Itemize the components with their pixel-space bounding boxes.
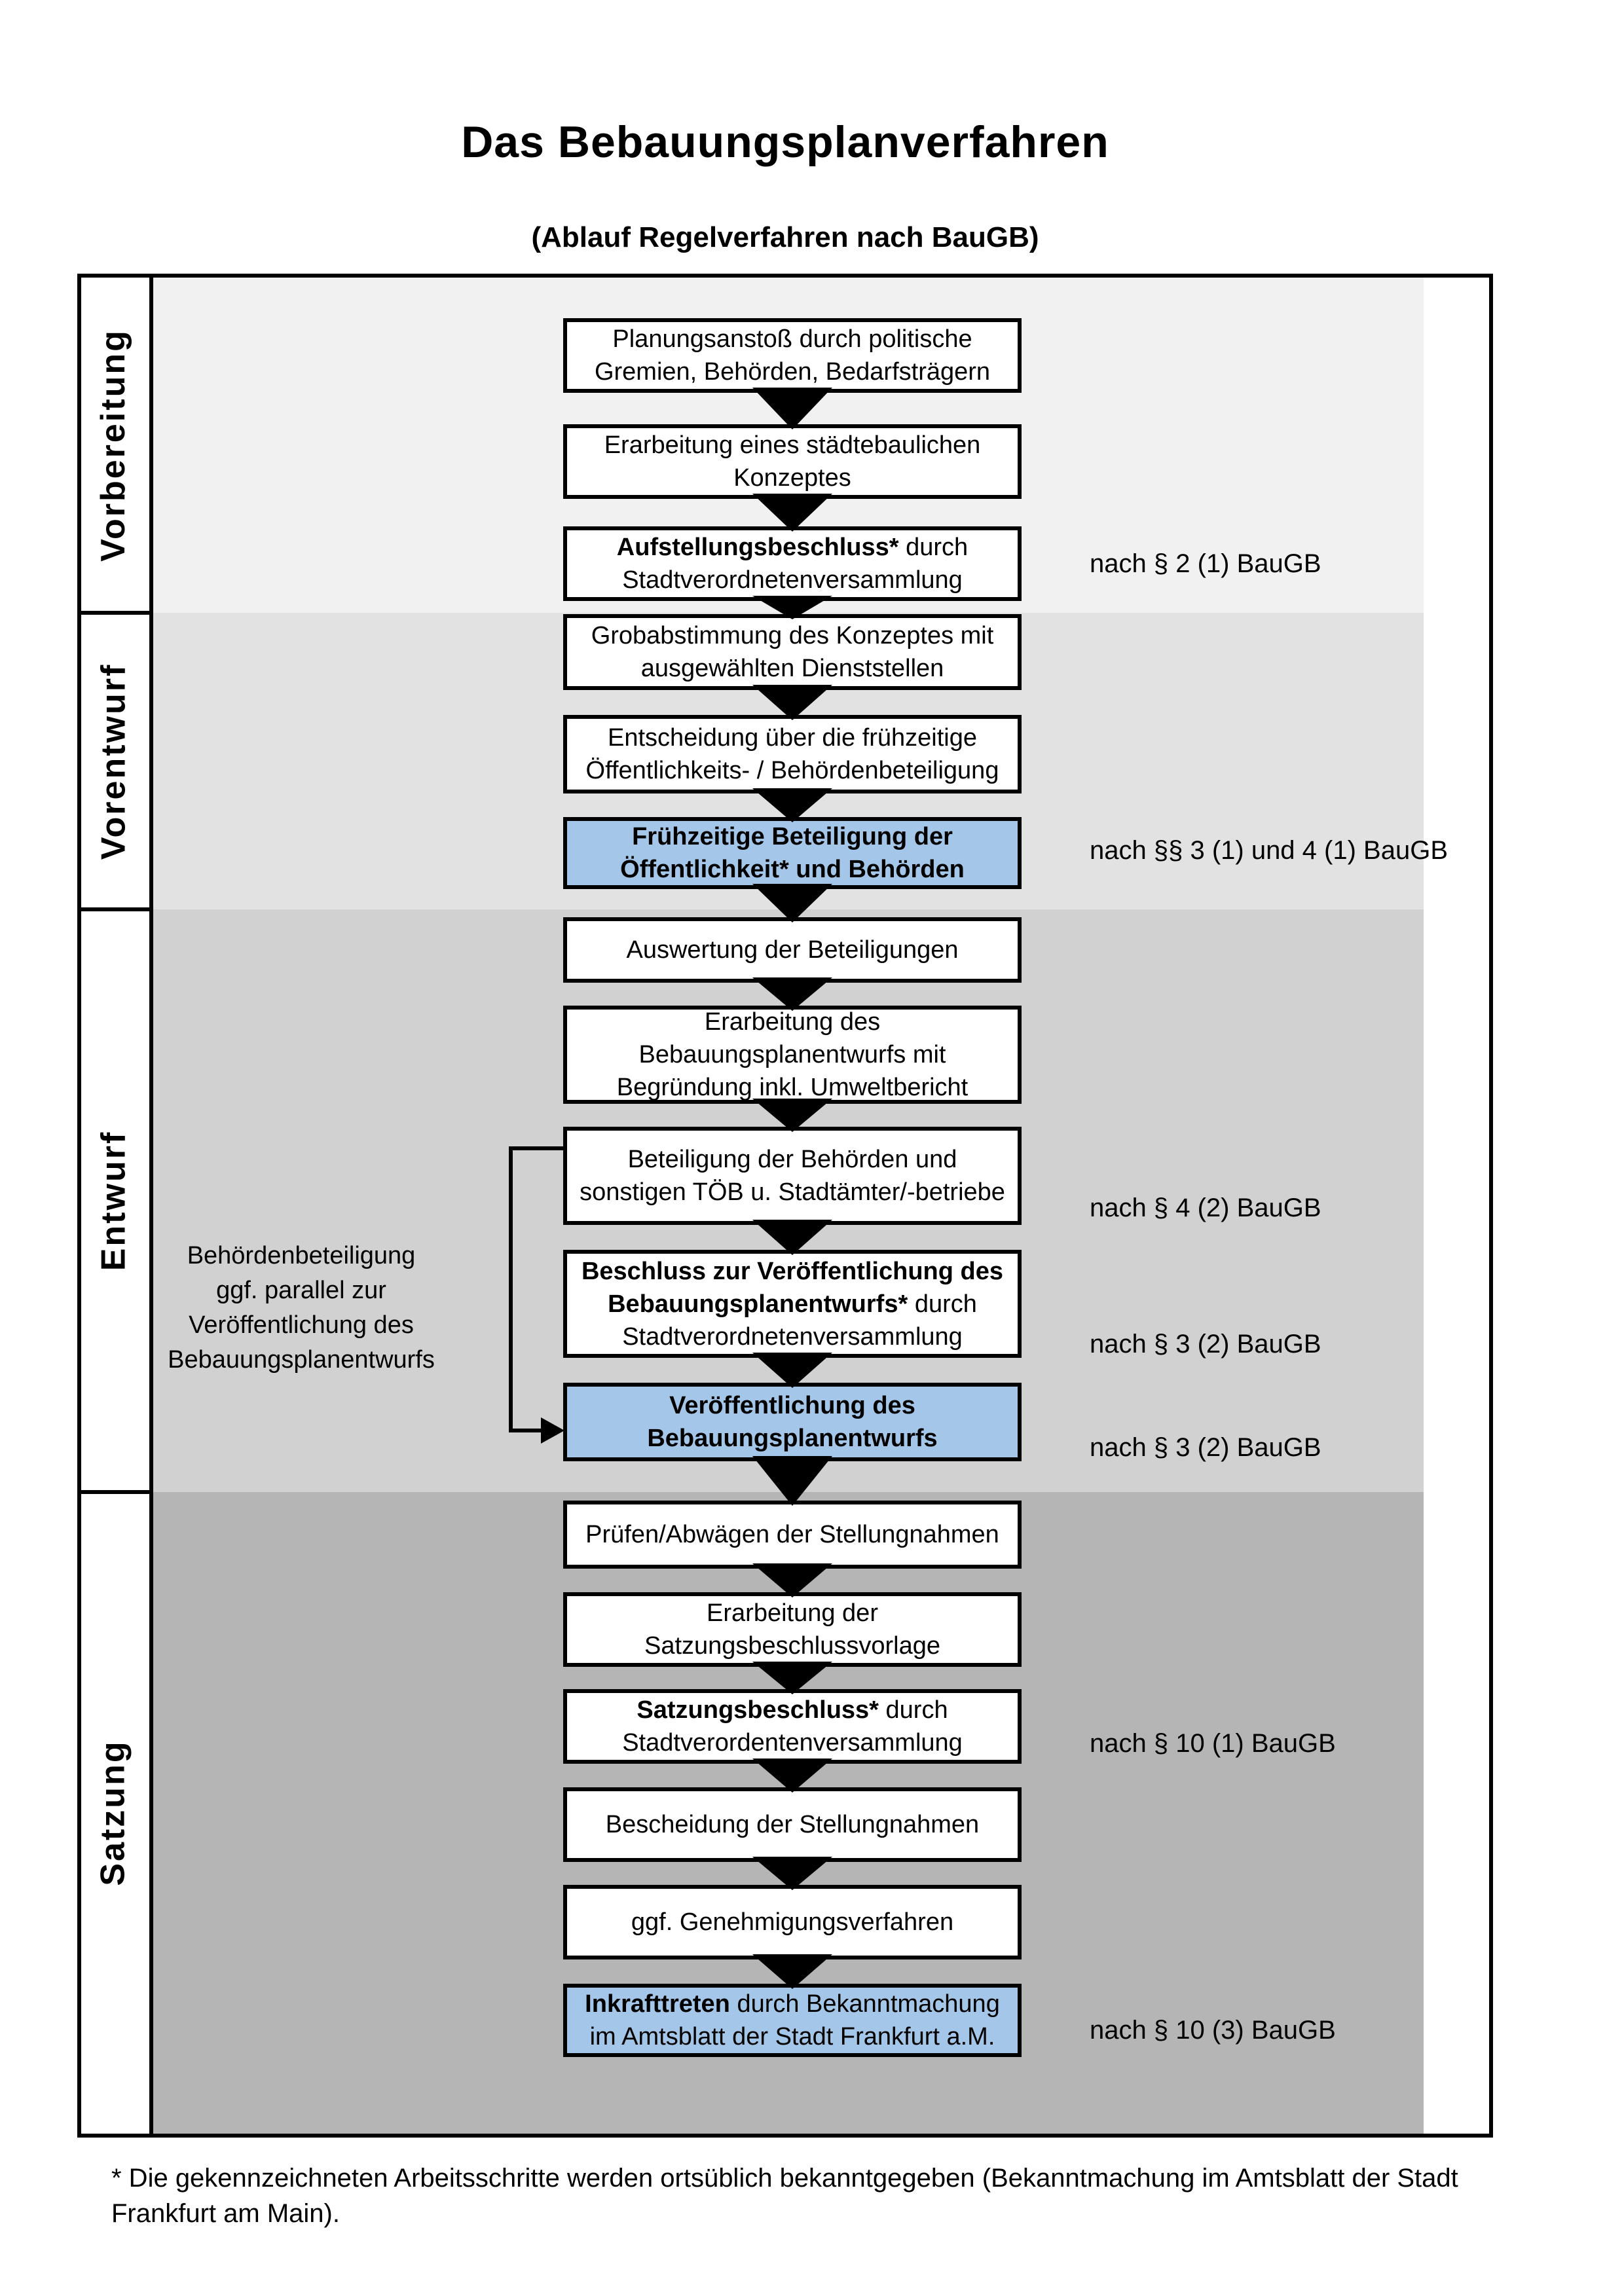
step-text-line: Bebauungsplanentwurfs* durch — [608, 1290, 977, 1318]
step-text-line: Beteiligung der Behörden und — [627, 1146, 957, 1173]
side-note-line: Veröffentlichung des — [189, 1311, 414, 1339]
phase-label-text: Vorentwurf — [94, 663, 132, 860]
step-text-line: Aufstellungsbeschluss* durch — [616, 534, 969, 561]
legal-reference: nach § 4 (2) BauGB — [1090, 1194, 1321, 1222]
bracket-connector-bottom — [509, 1429, 544, 1432]
legal-reference: nach § 3 (2) BauGB — [1090, 1330, 1321, 1358]
step-text-line: Öffentlichkeits- / Behördenbeteiligung — [585, 757, 999, 784]
phase-separator — [81, 1490, 149, 1494]
step-text-line: Beschluss zur Veröffentlichung des — [581, 1257, 1004, 1285]
bracket-connector-vertical — [509, 1146, 513, 1432]
process-step-pruefen-abwaegen: Prüfen/Abwägen der Stellungnahmen — [563, 1501, 1022, 1569]
phase-label-text: Satzung — [94, 1740, 132, 1886]
footnote-line-2: Frankfurt am Main). — [111, 2199, 340, 2228]
step-text-line: Satzungsbeschluss* durch — [637, 1696, 948, 1724]
step-text-line: Grobabstimmung des Konzeptes mit — [591, 622, 994, 649]
step-text-line: Planungsanstoß durch politische — [612, 325, 972, 353]
step-text-line: ggf. Genehmigungsverfahren — [631, 1908, 954, 1936]
step-text-line: Inkrafttreten durch Bekanntmachung — [585, 1990, 1000, 2018]
step-text-line: Stadtverordentenversammlung — [622, 1729, 963, 1757]
step-text-line: Bebauungsplanentwurfs — [647, 1425, 938, 1452]
process-step-behoerdenbeteiligung: Beteiligung der Behörden und sonstigen TÖ… — [563, 1127, 1022, 1225]
bracket-arrowhead-icon — [541, 1417, 564, 1444]
side-note-line: ggf. parallel zur — [216, 1277, 386, 1304]
process-step-genehmigungsverfahren: ggf. Genehmigungsverfahren — [563, 1885, 1022, 1959]
process-step-bescheidung: Bescheidung der Stellungnahmen — [563, 1787, 1022, 1862]
step-text-line: Veröffentlichung des — [669, 1392, 915, 1419]
phase-label-satzung: Satzung — [81, 1492, 145, 2134]
step-text-line: Bebauungsplanentwurfs mit — [638, 1041, 946, 1068]
page-title: Das Bebauungsplanverfahren — [461, 117, 1109, 167]
footnote-line-1: * Die gekennzeichneten Arbeitsschritte w… — [111, 2164, 1458, 2193]
bracket-connector-top — [509, 1146, 563, 1150]
process-step-auswertung: Auswertung der Beteiligungen — [563, 917, 1022, 983]
step-text-line: Stadtverordnetenversammlung — [622, 1322, 963, 1351]
step-text-line: Erarbeitung der — [707, 1599, 878, 1627]
process-step-grobabstimmung: Grobabstimmung des Konzeptes mit ausgewäh… — [563, 614, 1022, 690]
step-text-line: Bescheidung der Stellungnahmen — [605, 1811, 980, 1838]
step-text-line: Konzeptes — [733, 464, 851, 492]
phase-separator — [81, 907, 149, 911]
legal-reference: nach § 3 (2) BauGB — [1090, 1433, 1321, 1462]
legal-reference: nach § 10 (1) BauGB — [1090, 1729, 1336, 1758]
step-text-line: Gremien, Behörden, Bedarfsträgern — [594, 358, 991, 386]
side-note-line: Behördenbeteiligung — [187, 1242, 416, 1269]
legal-reference: nach § 10 (3) BauGB — [1090, 2016, 1336, 2045]
legal-reference: nach § 2 (1) BauGB — [1090, 549, 1321, 578]
step-text-line: Prüfen/Abwägen der Stellungnahmen — [585, 1521, 999, 1548]
step-text-line: im Amtsblatt der Stadt Frankfurt a.M. — [589, 2023, 995, 2050]
phase-label-vorentwurf: Vorentwurf — [81, 613, 145, 909]
page-subtitle: (Ablauf Regelverfahren nach BauGB) — [531, 221, 1039, 253]
step-text-line: ausgewählten Dienststellen — [640, 655, 944, 682]
phase-separator — [81, 611, 149, 615]
legal-reference: nach §§ 3 (1) und 4 (1) BauGB — [1090, 836, 1448, 865]
step-text-line: Öffentlichkeit* und Behörden — [620, 856, 965, 883]
process-step-inkrafttreten: Inkrafttreten durch Bekanntmachung im Amt… — [563, 1984, 1022, 2057]
phase-label-text: Entwurf — [94, 1130, 132, 1271]
step-text-line: Erarbeitung des — [704, 1008, 881, 1036]
phase-label-entwurf: Entwurf — [81, 909, 145, 1492]
phase-label-text: Vorbereitung — [94, 329, 132, 562]
side-note-line: Bebauungsplanentwurfs — [168, 1346, 435, 1374]
step-text-line: Auswertung der Beteiligungen — [626, 936, 959, 964]
step-text-line: Erarbeitung eines städtebaulichen — [604, 431, 981, 459]
step-text-line: Begründung inkl. Umweltbericht — [616, 1074, 969, 1101]
step-text-line: Satzungsbeschlussvorlage — [644, 1632, 941, 1660]
phase-label-vorbereitung: Vorbereitung — [81, 278, 145, 613]
step-text-line: Stadtverordnetenversammlung — [622, 566, 963, 594]
step-text-line: sonstigen TÖB u. Stadtämter/-betriebe — [580, 1178, 1005, 1206]
step-text-line: Frühzeitige Beteiligung der — [632, 823, 953, 850]
step-text-line: Entscheidung über die frühzeitige — [607, 724, 978, 752]
footnote: * Die gekennzeichneten Arbeitsschritte w… — [111, 2160, 1552, 2231]
